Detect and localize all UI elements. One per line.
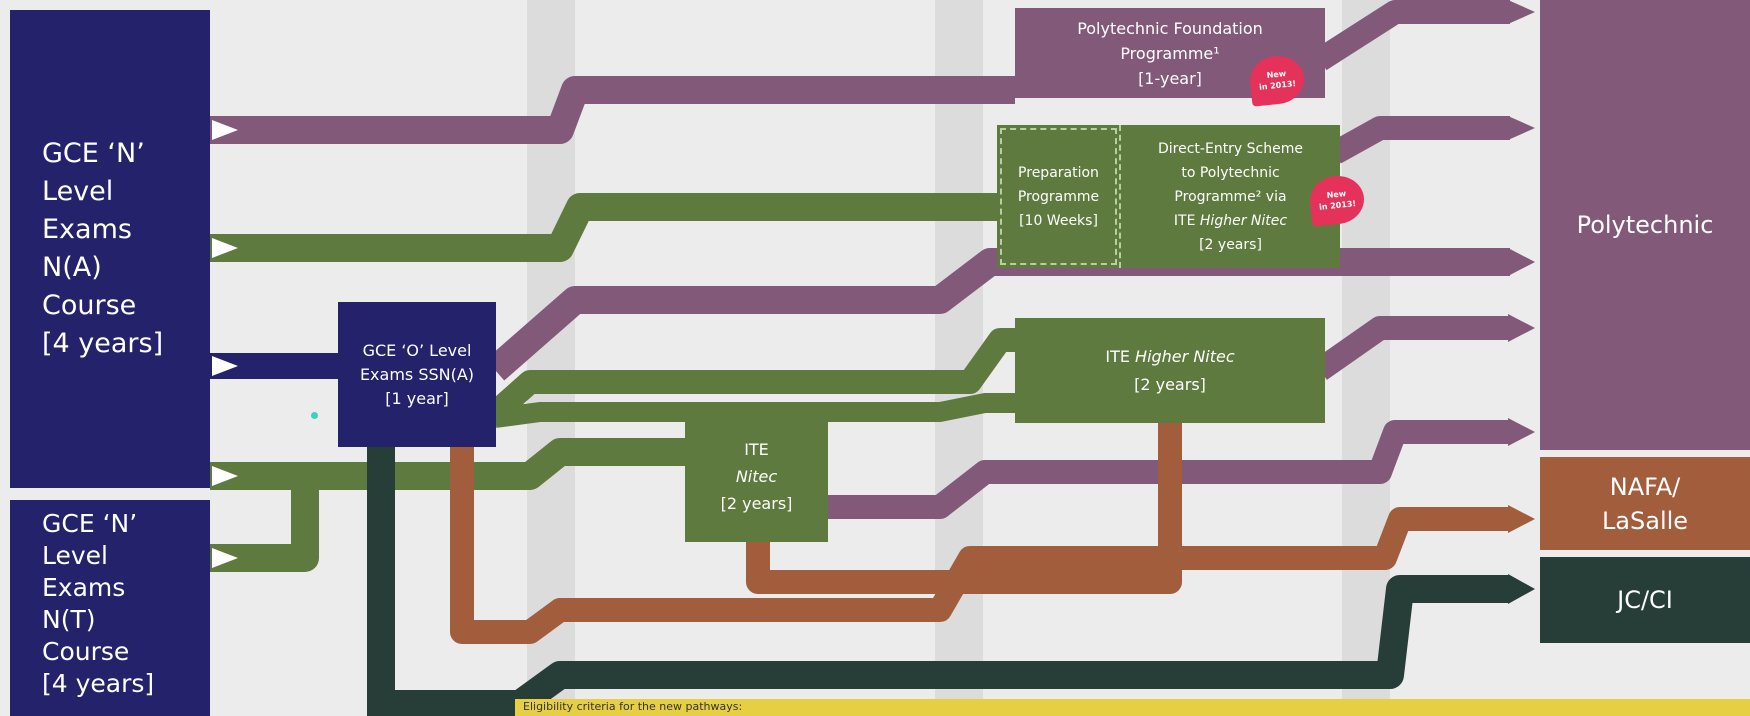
o-level-box: GCE ‘O’ Level Exams SSN(A) [1 year] [338,302,496,447]
dse-line: Programme² via [1174,188,1287,205]
dse-line: ITE Higher Nitec [1174,209,1287,233]
flow-nitec-to-poly [828,420,1510,519]
polytechnic-label: Polytechnic [1576,211,1714,239]
nitec-line: [2 years] [720,493,793,513]
flow-higher-nitec-to-poly [1313,316,1510,380]
nt-line: Course [42,637,130,666]
entry-arrow [212,356,238,376]
flow-olevel-to-higher-nitec-2 [493,393,1015,428]
arrowhead [1508,418,1535,446]
flow-olevel-to-higher-nitec [487,328,1015,422]
pfp-box: Polytechnic Foundation Programme¹ [1-yea… [1015,8,1325,98]
nitec-line: ITE [744,439,769,459]
prep-line: Programme [1017,188,1100,205]
marker-dot [311,412,318,419]
prep-line: Preparation [1018,164,1099,181]
dse-line: Direct-Entry Scheme [1158,140,1303,157]
higher-nitec-italic: Higher Nitec [1135,346,1235,366]
flow-na-to-prep [210,193,1000,262]
arrowhead [1508,248,1535,276]
nt-line: Level [42,541,108,570]
nt-line: GCE ‘N’ [42,509,138,538]
arrowhead [1508,574,1535,604]
nt-line: N(T) [42,605,96,634]
dse-line: to Polytechnic [1181,164,1280,181]
nt-line: [4 years] [42,669,155,698]
flow-olevel-to-jc [367,447,1510,716]
jc-label: JC/CI [1617,586,1673,614]
na-line: Level [42,176,114,207]
flow-nitec-higher-to-nafa [746,420,1182,594]
flow-na-to-pfp [210,76,1015,144]
badge-line: in 2013! [1258,79,1297,92]
entry-arrow [212,548,238,568]
entry-arrow [212,466,238,486]
higher-nitec-title: ITE Higher Nitec [1105,343,1234,371]
o-level-line: Exams SSN(A) [359,364,475,384]
nitec-line: Nitec [735,466,778,486]
flow-nt-to-nitec [210,476,319,572]
nafa-line: NAFA/ [1609,472,1681,501]
preparation-programme-box: Preparation Programme [10 Weeks] [1000,128,1117,265]
dse-box: Direct-Entry Scheme to Polytechnic Progr… [1119,125,1340,268]
prep-line: [10 Weeks] [1019,212,1098,229]
dse-line: [2 years] [1199,236,1262,253]
arrowhead [1508,314,1535,342]
nafa-line: LaSalle [1601,506,1689,535]
higher-nitec-prefix: ITE [1105,346,1136,366]
dse-prefix: ITE [1173,212,1200,229]
jc-ci-box: JC/CI [1540,557,1750,643]
nafa-lasalle-box: NAFA/ LaSalle [1540,457,1750,550]
footnote-text: Eligibility criteria for the new pathway… [523,700,743,713]
dse-italic: Higher Nitec [1199,212,1288,229]
o-level-line: [1 year] [385,388,449,408]
pfp-line: [1-year] [1138,68,1202,88]
na-line: Exams [42,214,132,245]
nt-line: Exams [42,573,126,602]
pfp-line: Polytechnic Foundation [1077,18,1263,38]
badge-line: in 2013! [1318,199,1357,212]
na-line: [4 years] [42,328,164,359]
flow-pfp-to-poly [1313,0,1510,71]
footnote-bar: Eligibility criteria for the new pathway… [515,699,1750,716]
nt-course-box: GCE ‘N’ Level Exams N(T) Course [4 years… [10,500,210,716]
na-line: Course [42,290,137,321]
o-level-line: GCE ‘O’ Level [362,340,472,360]
flow-to-nafa [450,447,1510,644]
nitec-box: ITE Nitec [2 years] [685,410,828,542]
arrowhead [1508,116,1535,140]
entry-arrow [212,238,238,258]
higher-nitec-box: ITE Higher Nitec [2 years] [1015,318,1325,423]
polytechnic-box: Polytechnic [1540,0,1750,450]
na-line: GCE ‘N’ [42,138,145,169]
na-line: N(A) [42,252,102,283]
arrowhead [1508,505,1535,533]
higher-nitec-duration: [2 years] [1134,374,1206,394]
entry-arrow [212,120,238,140]
arrowhead [1508,0,1535,24]
na-course-box: GCE ‘N’ Level Exams N(A) Course [4 years… [10,10,210,488]
pfp-line: Programme¹ [1120,43,1220,63]
flow-dse-to-poly [1329,116,1510,164]
